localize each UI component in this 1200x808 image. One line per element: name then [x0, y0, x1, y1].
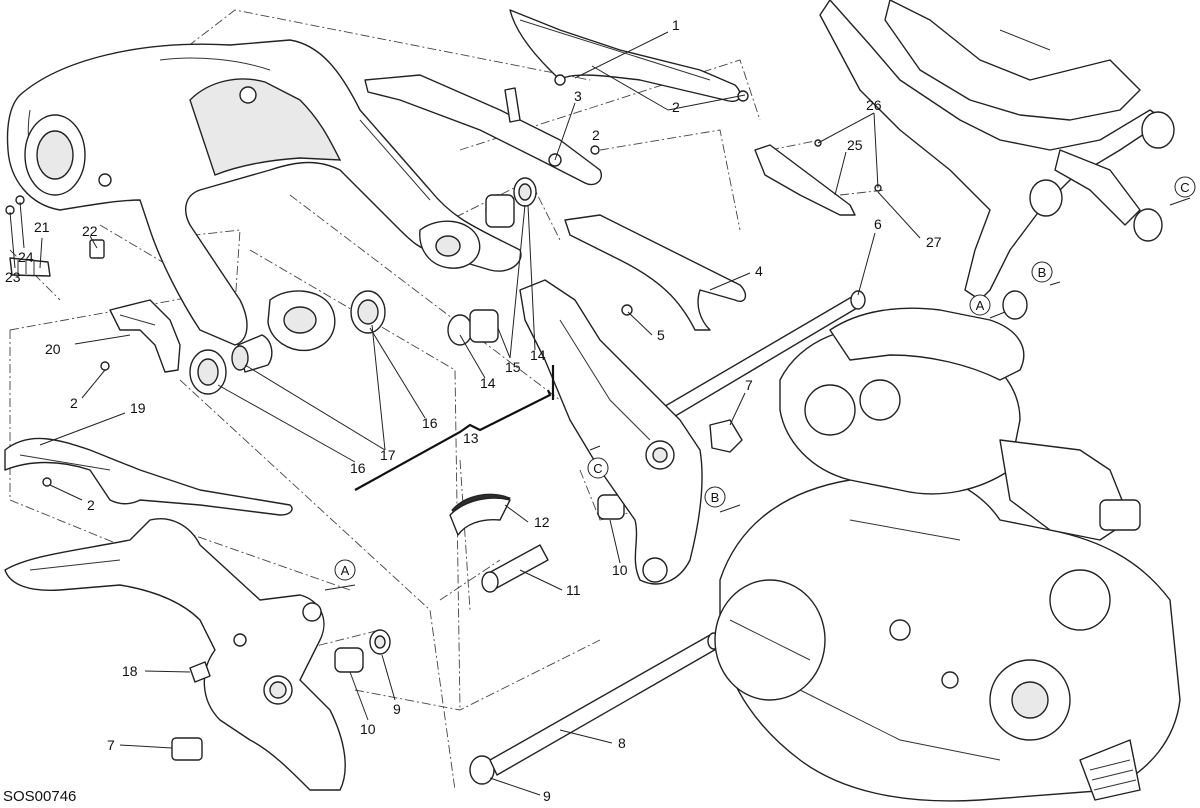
- callout-23: 23: [5, 269, 21, 285]
- callout-17: 17: [380, 447, 396, 463]
- callout-4: 4: [755, 263, 763, 279]
- callout-7: 7: [107, 737, 115, 753]
- callout-24: 24: [18, 249, 34, 265]
- callout-10: 10: [360, 721, 376, 737]
- callout-8: 8: [618, 735, 626, 751]
- callout-25: 25: [847, 137, 863, 153]
- chain-guide-19: [4, 437, 293, 516]
- callout-5: 5: [657, 327, 665, 343]
- callout-21: 21: [34, 219, 50, 235]
- callout-9: 9: [393, 701, 401, 717]
- callout-2: 2: [70, 395, 78, 411]
- marker-label: B: [711, 490, 720, 505]
- callout-12: 12: [534, 514, 550, 530]
- callout-16: 16: [350, 460, 366, 476]
- callout-7: 7: [745, 377, 753, 393]
- callout-9: 9: [543, 788, 551, 804]
- callout-10: 10: [612, 562, 628, 578]
- marker-label: A: [341, 563, 350, 578]
- marker-c-center: C: [587, 457, 609, 479]
- callout-16: 16: [422, 415, 438, 431]
- callout-14: 14: [480, 375, 496, 391]
- marker-a-upper: A: [969, 294, 991, 316]
- callout-13: 13: [463, 430, 479, 446]
- leader-lines: [9, 31, 921, 796]
- callout-2: 2: [592, 127, 600, 143]
- bracket-13: [354, 365, 555, 491]
- callout-19: 19: [130, 400, 146, 416]
- callout-20: 20: [45, 341, 61, 357]
- callout-14: 14: [530, 347, 546, 363]
- marker-label: C: [1180, 180, 1189, 195]
- callout-18: 18: [122, 663, 138, 679]
- spacers-9-10-18: [171, 494, 625, 785]
- callout-27: 27: [926, 234, 942, 250]
- callouts: 1 2 3 2 26 25 27 21 22 23 24 20 2 19 2 4…: [5, 17, 942, 804]
- chain-guard-lower: [564, 214, 747, 331]
- marker-b-center: B: [704, 486, 726, 508]
- chain-guard-upper: [509, 9, 749, 102]
- reference-markers: A B C C B A: [324, 176, 1196, 591]
- bearings: [189, 177, 537, 395]
- marker-b-upper: B: [1031, 261, 1053, 283]
- callout-15: 15: [505, 359, 521, 375]
- marker-a-lower: A: [334, 559, 356, 581]
- callout-6: 6: [874, 216, 882, 232]
- callout-22: 22: [82, 223, 98, 239]
- callout-3: 3: [574, 88, 582, 104]
- engine-block: [714, 307, 1181, 802]
- callout-2: 2: [87, 497, 95, 513]
- chain-slider: [364, 74, 602, 186]
- rear-frame: [519, 279, 743, 585]
- drawing-code: SOS00746: [3, 788, 76, 805]
- footpeg-bracket: [4, 518, 346, 791]
- marker-label: C: [593, 461, 602, 476]
- callout-2: 2: [672, 99, 680, 115]
- callout-26: 26: [866, 97, 882, 113]
- marker-label: B: [1038, 265, 1047, 280]
- subframe: [819, 0, 1175, 320]
- chain-tensioner: [109, 299, 181, 373]
- callout-1: 1: [672, 17, 680, 33]
- marker-label: A: [976, 298, 985, 313]
- cover-plate: [754, 144, 856, 216]
- swingarm: [6, 39, 522, 352]
- callout-11: 11: [566, 582, 581, 598]
- marker-c-right: C: [1174, 176, 1196, 198]
